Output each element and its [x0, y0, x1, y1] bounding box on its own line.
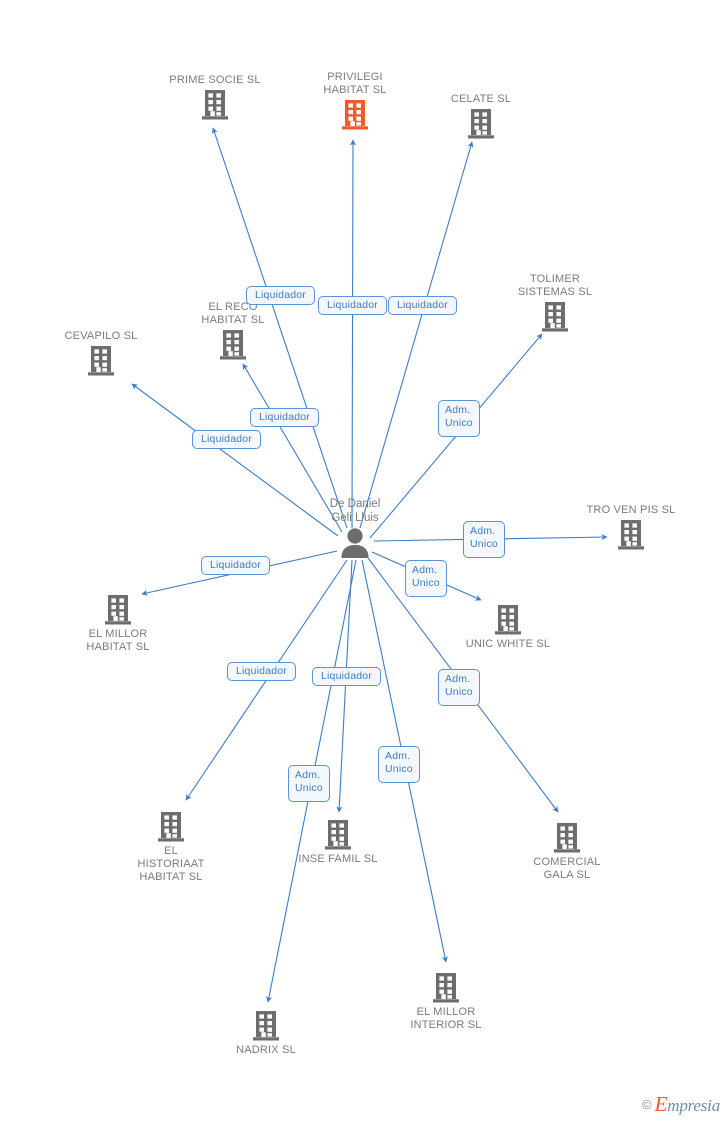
role-label-lbl-el-historiaat[interactable]: Liquidador — [227, 662, 296, 681]
role-label-lbl-prime-socie[interactable]: Liquidador — [246, 286, 315, 305]
building-icon — [173, 329, 293, 361]
building-icon — [295, 99, 415, 131]
building-icon — [571, 519, 691, 551]
edge-privilegi-habitat — [349, 139, 357, 529]
company-node-label: EL MILLOR HABITAT SL — [86, 628, 150, 653]
building-icon — [448, 604, 568, 636]
copyright-icon: © — [642, 1097, 652, 1112]
company-node-prime-socie[interactable]: PRIME SOCIE SL — [155, 74, 275, 121]
company-node-label: INSE FAMIL SL — [298, 853, 378, 865]
company-node-privilegi-habitat[interactable]: PRIVILEGI HABITAT SL — [295, 71, 415, 131]
role-label-lbl-el-millor-habitat[interactable]: Liquidador — [201, 556, 270, 575]
company-node-label: PRIME SOCIE SL — [169, 74, 261, 86]
role-label-lbl-inse-famil-a[interactable]: Liquidador — [312, 667, 381, 686]
building-icon — [155, 89, 275, 121]
role-label-lbl-unic-white[interactable]: Adm. Unico — [405, 560, 447, 597]
company-node-label: EL HISTORIAAT HABITAT SL — [137, 845, 205, 883]
company-node-label: PRIVILEGI HABITAT SL — [323, 71, 387, 96]
brand-name: Empresia — [654, 1092, 721, 1117]
company-node-tro-ven-pis[interactable]: TRO VEN PIS SL — [571, 504, 691, 551]
building-icon — [111, 811, 231, 843]
center-person-label: De Daniel Geli Lluis — [329, 498, 381, 524]
building-icon — [41, 345, 161, 377]
role-label-lbl-el-reco[interactable]: Liquidador — [250, 408, 319, 427]
company-node-el-millor-interior[interactable]: EL MILLOR INTERIOR SL — [386, 972, 506, 1032]
person-icon — [338, 528, 372, 562]
company-node-nadrix[interactable]: NADRIX SL — [206, 1010, 326, 1057]
building-icon — [495, 301, 615, 333]
company-node-label: NADRIX SL — [236, 1044, 296, 1056]
edge-inse-famil — [336, 559, 353, 813]
role-label-lbl-celate[interactable]: Liquidador — [388, 296, 457, 315]
company-node-label: EL MILLOR INTERIOR SL — [410, 1006, 482, 1031]
company-node-tolimer-sistemas[interactable]: TOLIMER SISTEMAS SL — [495, 273, 615, 333]
building-icon — [507, 822, 627, 854]
company-node-label: TRO VEN PIS SL — [586, 504, 676, 516]
role-label-lbl-nadrix[interactable]: Adm. Unico — [288, 765, 330, 802]
building-icon — [58, 594, 178, 626]
edge-celate — [359, 141, 474, 529]
company-node-celate[interactable]: CELATE SL — [421, 93, 541, 140]
role-label-lbl-privilegi[interactable]: Liquidador — [318, 296, 387, 315]
edge-prime-socie — [211, 127, 348, 529]
role-label-lbl-el-millor-int[interactable]: Adm. Unico — [378, 746, 420, 783]
building-icon — [386, 972, 506, 1004]
company-node-el-historiaat[interactable]: EL HISTORIAAT HABITAT SL — [111, 811, 231, 884]
company-node-label: COMERCIAL GALA SL — [533, 856, 601, 881]
building-icon — [278, 819, 398, 851]
company-node-cevapilo[interactable]: CEVAPILO SL — [41, 330, 161, 377]
company-node-unic-white[interactable]: UNIC WHITE SL — [448, 604, 568, 651]
role-label-lbl-comercial-gala[interactable]: Adm. Unico — [438, 669, 480, 706]
edge-el-reco-habitat — [242, 363, 343, 533]
company-node-label: CEVAPILO SL — [64, 330, 138, 342]
building-icon — [421, 108, 541, 140]
role-label-lbl-tolimer[interactable]: Adm. Unico — [438, 400, 480, 437]
empresia-watermark: © Empresia — [642, 1092, 720, 1117]
company-node-el-reco-habitat[interactable]: EL RECO HABITAT SL — [173, 301, 293, 361]
brand-initial: E — [654, 1092, 668, 1116]
role-label-lbl-cevapilo[interactable]: Liquidador — [192, 430, 261, 449]
company-node-inse-famil[interactable]: INSE FAMIL SL — [278, 819, 398, 866]
company-node-label: TOLIMER SISTEMAS SL — [517, 273, 593, 298]
brand-rest: mpresia — [667, 1096, 720, 1115]
building-icon — [206, 1010, 326, 1042]
center-person-node[interactable]: De Daniel Geli Lluis — [275, 497, 435, 563]
company-node-label: UNIC WHITE SL — [465, 638, 551, 650]
role-label-lbl-tro-ven-pis[interactable]: Adm. Unico — [463, 521, 505, 558]
company-node-comercial-gala[interactable]: COMERCIAL GALA SL — [507, 822, 627, 882]
company-node-el-millor-habitat[interactable]: EL MILLOR HABITAT SL — [58, 594, 178, 654]
company-node-label: CELATE SL — [450, 93, 512, 105]
edge-cevapilo — [131, 383, 339, 537]
